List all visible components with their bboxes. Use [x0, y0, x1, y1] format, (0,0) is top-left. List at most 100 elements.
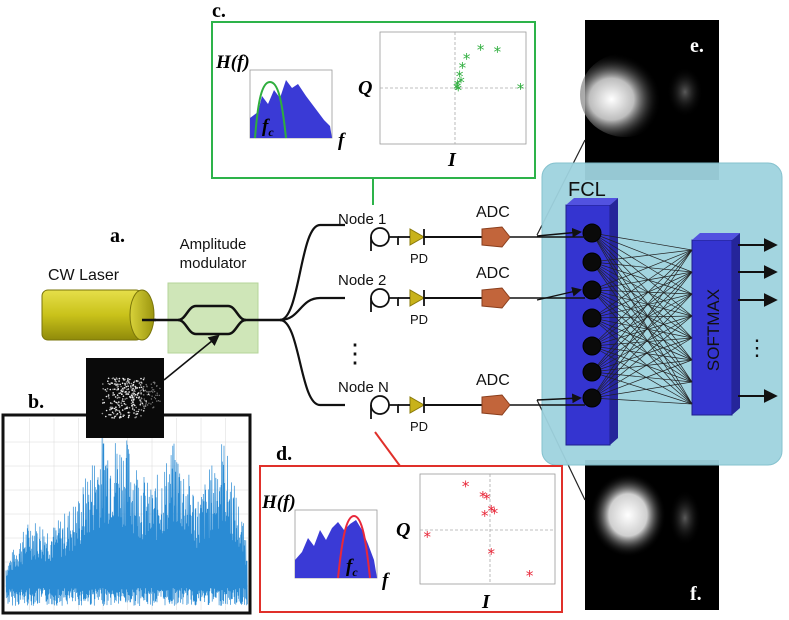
adc-label: ADC [476, 265, 510, 282]
photodiode-icon [409, 396, 426, 414]
fiber-coil-icon [370, 288, 390, 308]
laser-label: CW Laser [48, 267, 120, 284]
fcl-connections [591, 232, 693, 405]
neuron [582, 362, 602, 382]
softmax-label: SOFTMAX [704, 289, 723, 371]
adc-icon [481, 394, 511, 416]
panel-label-e: e. [690, 35, 704, 57]
modulation-arrow [163, 334, 220, 381]
center-freq-label: fc [262, 116, 274, 139]
panel-c-frame: c. H(f) f fc ********** Q I [211, 0, 536, 205]
filter-x-label: f [338, 130, 346, 151]
spectrum-area [295, 520, 377, 578]
filter-y-label: H(f) [215, 52, 250, 73]
iq-points: ********** [453, 41, 525, 100]
scatter-point: * [423, 528, 431, 546]
scatter-point: * [462, 477, 470, 495]
panel-label-c: c. [212, 0, 226, 22]
amplitude-modulator: Amplitude modulator [154, 236, 259, 354]
scatter-point: * [487, 502, 495, 520]
softmax-layer [691, 239, 733, 416]
scatter-point: * [481, 507, 489, 525]
iq-y-label: Q [358, 77, 372, 99]
iq-plot-d: ********* Q I [396, 473, 556, 613]
node-row: Node N PD ADC [338, 372, 585, 434]
spectrum-area [250, 80, 332, 138]
photodiode-icon [409, 228, 426, 246]
scatter-point: * [453, 80, 461, 98]
photodiode-icon [409, 289, 426, 307]
scatter-point: * [483, 490, 491, 508]
neuron [582, 388, 602, 408]
iq-x-label: I [481, 591, 491, 613]
input-arrow [536, 227, 582, 238]
scatter-point: * [454, 82, 462, 100]
scatter-point: * [487, 545, 495, 563]
filter-x-label: f [382, 570, 390, 591]
input-arrow [536, 393, 582, 404]
fiber-coil-icon [370, 395, 390, 415]
pd-label: PD [410, 251, 428, 266]
constellation-inset [86, 358, 164, 438]
iq-x-label: I [447, 149, 457, 171]
adc-icon [481, 226, 511, 248]
neural-network: FCL SOFTMAX ⋮ [536, 162, 783, 466]
adc-icon [481, 287, 511, 309]
iq-y-label: Q [396, 519, 410, 541]
scatter-point: * [463, 50, 471, 68]
modulator-label-1: Amplitude [180, 236, 247, 253]
scatter-point: * [454, 76, 462, 94]
neuron [582, 223, 602, 243]
panel-label-d: d. [276, 443, 292, 465]
panel-label-f: f. [690, 583, 702, 605]
center-freq-label: fc [346, 556, 358, 579]
panel-label-a: a. [110, 225, 125, 247]
scatter-point: * [479, 488, 487, 506]
node-row: Node 2 PD ADC [338, 265, 585, 327]
scatter-point: * [494, 43, 502, 61]
iq-points: ********* [423, 477, 533, 584]
panel-d-frame: d. H(f) f fc ********* Q I [259, 431, 563, 613]
scatter-point: * [526, 567, 534, 585]
scatter-point: * [456, 67, 464, 85]
neuron [582, 280, 602, 300]
filter-curve [337, 514, 371, 579]
modulator-label-2: modulator [180, 255, 247, 272]
fcl-label: FCL [568, 179, 606, 201]
node-label: Node 1 [338, 211, 386, 228]
mzm-upper-arm [154, 304, 247, 322]
fiber-splitter: ⋮ [279, 223, 368, 407]
scatter-point: * [457, 74, 465, 92]
mzm-lower-arm [177, 318, 247, 336]
signal-trace [5, 433, 248, 607]
scatter-point: * [517, 80, 525, 98]
image-panel-f: f. [585, 460, 719, 610]
node-row: Node 1 PD ADC [338, 204, 585, 266]
panel-label-b: b. [28, 391, 44, 413]
fiber-coil-icon [370, 227, 390, 247]
filter-plot-d: H(f) f fc [261, 492, 390, 591]
node-ellipsis: ⋮ [342, 338, 368, 368]
signal-waveform [5, 433, 248, 607]
adc-label: ADC [476, 372, 510, 389]
neuron [582, 252, 602, 272]
node-label: Node 2 [338, 272, 386, 289]
panel-b: b. [1, 334, 252, 615]
iq-plot-c: ********** Q I [358, 31, 527, 171]
filter-plot-c: H(f) f fc [215, 52, 346, 151]
filter-curve [254, 80, 287, 139]
cw-laser: CW Laser [41, 267, 155, 341]
scatter-point: * [491, 504, 499, 522]
output-ellipsis: ⋮ [746, 335, 768, 360]
node-label: Node N [338, 379, 389, 396]
scatter-point: * [477, 41, 485, 59]
pd-label: PD [410, 419, 428, 434]
filter-y-label: H(f) [261, 492, 296, 513]
scatter-point: * [459, 59, 467, 77]
panel-d-connector [374, 431, 401, 467]
adc-label: ADC [476, 204, 510, 221]
neuron [582, 308, 602, 328]
pd-label: PD [410, 312, 428, 327]
image-panel-e: e. [580, 20, 719, 180]
